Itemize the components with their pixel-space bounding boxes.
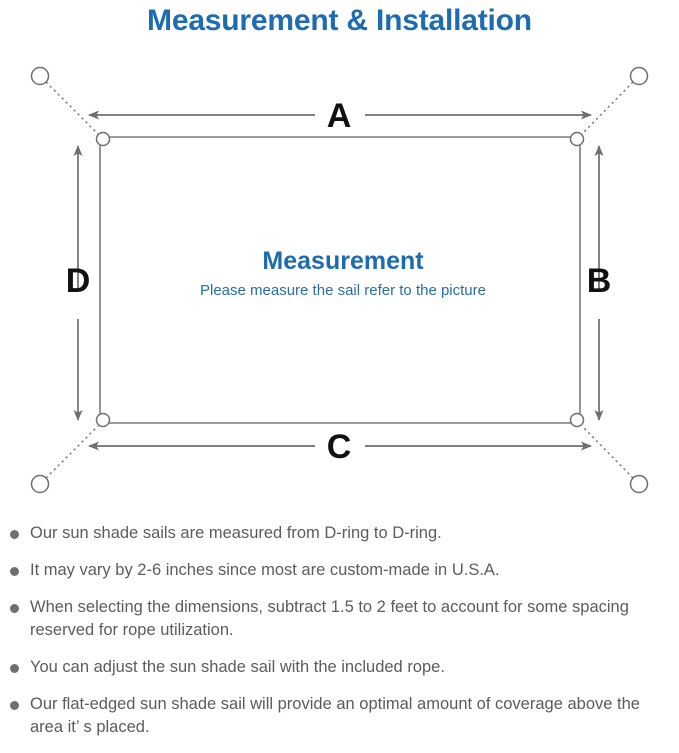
d-ring-bottom-right-icon	[569, 412, 585, 428]
d-ring-top-left-icon	[95, 131, 111, 147]
rope-line-bottom-right	[581, 425, 634, 479]
bullet-icon	[10, 567, 19, 576]
d-ring-top-right-icon	[569, 131, 585, 147]
note-text: When selecting the dimensions, subtract …	[30, 598, 629, 639]
list-item: Our sun shade sails are measured from D-…	[0, 522, 679, 545]
list-item: It may vary by 2-6 inches since most are…	[0, 559, 679, 582]
anchor-top-left-icon	[30, 66, 50, 86]
d-ring-bottom-left-icon	[95, 412, 111, 428]
dimension-label-d: D	[66, 262, 91, 300]
anchor-bottom-right-icon	[629, 474, 649, 494]
dimension-label-a: A	[327, 97, 352, 135]
measurement-diagram: A C D B Measurement Please measure the s…	[0, 44, 679, 514]
list-item: When selecting the dimensions, subtract …	[0, 596, 679, 642]
center-subheading: Please measure the sail refer to the pic…	[200, 282, 486, 299]
dimension-label-b: B	[587, 262, 612, 300]
dimension-label-c: C	[327, 428, 352, 466]
note-text: Our flat-edged sun shade sail will provi…	[30, 695, 640, 736]
diagram-svg: A C D B Measurement Please measure the s…	[30, 66, 649, 494]
bullet-icon	[10, 701, 19, 710]
bullet-icon	[10, 664, 19, 673]
note-text: You can adjust the sun shade sail with t…	[30, 658, 445, 676]
note-text: It may vary by 2-6 inches since most are…	[30, 561, 500, 579]
sail-body	[99, 136, 581, 424]
page-title: Measurement & Installation	[147, 4, 532, 37]
center-heading: Measurement	[262, 247, 424, 275]
bullet-icon	[10, 530, 19, 539]
list-item: Our flat-edged sun shade sail will provi…	[0, 693, 679, 739]
rope-line-bottom-left	[45, 425, 99, 479]
note-text: Our sun shade sails are measured from D-…	[30, 524, 442, 542]
notes-list: Our sun shade sails are measured from D-…	[0, 522, 679, 753]
rope-line-top-right	[581, 81, 634, 135]
anchor-bottom-left-icon	[30, 474, 50, 494]
list-item: You can adjust the sun shade sail with t…	[0, 656, 679, 679]
rope-line-top-left	[45, 81, 99, 135]
anchor-top-right-icon	[629, 66, 649, 86]
bullet-icon	[10, 604, 19, 613]
